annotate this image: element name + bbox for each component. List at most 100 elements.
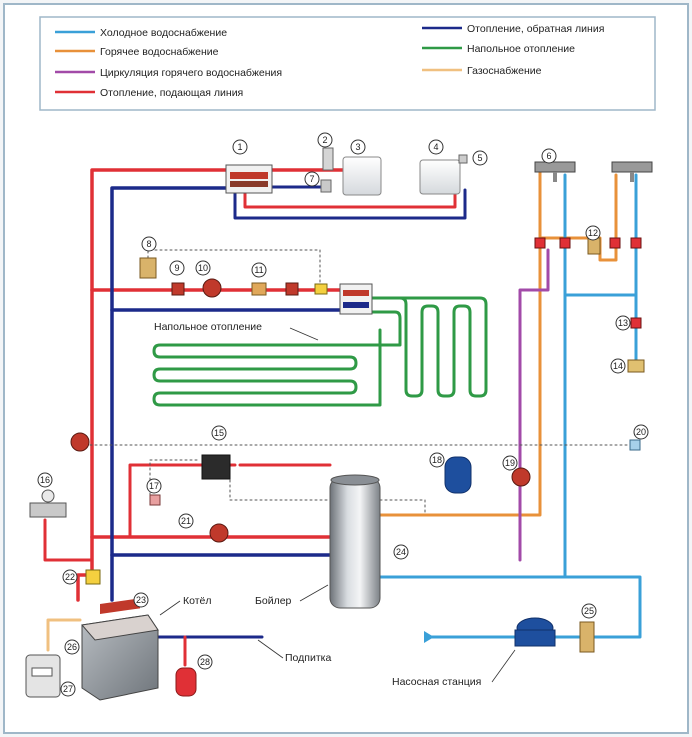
marker-11: 11 xyxy=(251,262,267,278)
svg-text:9: 9 xyxy=(174,263,179,273)
legend-label-gas: Газоснабжение xyxy=(467,65,542,77)
svg-text:4: 4 xyxy=(433,142,438,152)
marker-28: 28 xyxy=(197,654,213,670)
marker-7: 7 xyxy=(304,171,320,187)
valve-13 xyxy=(630,317,642,329)
dashed-control-4 xyxy=(229,469,426,513)
legend-label-hot: Горячее водоснабжение xyxy=(100,46,219,58)
svg-text:20: 20 xyxy=(636,427,646,437)
lockshield-valve-7 xyxy=(320,179,332,193)
faucet-right xyxy=(611,161,653,182)
expansion-tank-28 xyxy=(175,667,197,697)
svg-text:10: 10 xyxy=(198,263,208,273)
mixing-valve-8 xyxy=(139,257,157,279)
svg-text:3: 3 xyxy=(355,142,360,152)
svg-text:14: 14 xyxy=(613,361,623,371)
svg-text:22: 22 xyxy=(65,572,75,582)
hot-water-tank xyxy=(329,474,381,609)
pipe-floor-coil xyxy=(152,310,402,407)
marker-13: 13 xyxy=(615,315,631,331)
marker-10: 10 xyxy=(195,260,211,276)
marker-6: 6 xyxy=(541,148,557,164)
leader-boiler xyxy=(159,600,181,616)
marker-2: 2 xyxy=(317,132,333,148)
air-vent-5 xyxy=(458,154,468,164)
marker-9: 9 xyxy=(169,260,185,276)
controller-15 xyxy=(201,454,231,480)
marker-24: 24 xyxy=(393,544,409,560)
marker-3: 3 xyxy=(350,139,366,155)
marker-14: 14 xyxy=(610,358,626,374)
pump-station xyxy=(514,617,556,647)
label-tank: Бойлер xyxy=(255,595,292,607)
label-pump-station: Насосная станция xyxy=(392,676,481,688)
sensor-20 xyxy=(629,439,641,451)
number-markers: 1 2 3 4 5 6 7 8 9 10 11 12 13 14 15 16 1… xyxy=(37,132,649,697)
legend-label-return: Отопление, обратная линия xyxy=(467,23,604,35)
svg-text:21: 21 xyxy=(181,516,191,526)
marker-1: 1 xyxy=(232,139,248,155)
leader-pump-station xyxy=(491,649,516,683)
svg-text:24: 24 xyxy=(396,547,406,557)
pump-10 xyxy=(202,278,222,298)
radiator-4 xyxy=(419,159,461,195)
valve-hot-2 xyxy=(609,237,621,249)
cold-inlet-arrow xyxy=(424,631,434,643)
gas-meter-27 xyxy=(25,654,61,698)
label-underfloor: Напольное отопление xyxy=(154,321,262,333)
marker-27: 27 xyxy=(60,681,76,697)
marker-26: 26 xyxy=(64,639,80,655)
leader-underfloor xyxy=(289,327,319,341)
hydro-separator-22 xyxy=(85,569,101,585)
svg-text:28: 28 xyxy=(200,657,210,667)
leader-tank xyxy=(299,584,329,602)
valve-cold-1 xyxy=(559,237,571,249)
svg-text:1: 1 xyxy=(237,142,242,152)
marker-21: 21 xyxy=(178,513,194,529)
pipe-gas xyxy=(46,618,82,652)
svg-text:26: 26 xyxy=(67,642,77,652)
svg-text:19: 19 xyxy=(505,458,515,468)
svg-text:18: 18 xyxy=(432,455,442,465)
legend-label-floor: Напольное отопление xyxy=(467,43,575,55)
marker-15: 15 xyxy=(211,425,227,441)
pump-heating xyxy=(70,432,90,452)
legend-label-cold: Холодное водоснабжение xyxy=(100,27,227,39)
check-valve-11 xyxy=(251,282,267,296)
svg-text:25: 25 xyxy=(584,606,594,616)
pump-21 xyxy=(209,523,229,543)
svg-text:2: 2 xyxy=(322,135,327,145)
svg-text:27: 27 xyxy=(63,684,73,694)
faucet-left xyxy=(534,161,576,182)
pipe-return-radiator xyxy=(233,188,467,220)
marker-12: 12 xyxy=(585,225,601,241)
svg-text:8: 8 xyxy=(146,239,151,249)
manifold-floor xyxy=(339,283,373,315)
valve-9 xyxy=(171,282,185,296)
svg-text:17: 17 xyxy=(149,481,159,491)
pipe-circulation xyxy=(518,248,550,562)
svg-text:11: 11 xyxy=(254,265,263,275)
svg-text:23: 23 xyxy=(136,595,146,605)
legend: Холодное водоснабжение Горячее водоснабж… xyxy=(55,23,604,99)
valve-cold-2 xyxy=(630,237,642,249)
marker-22: 22 xyxy=(62,569,78,585)
svg-text:15: 15 xyxy=(214,428,224,438)
label-makeup: Подпитка xyxy=(285,652,331,664)
marker-16: 16 xyxy=(37,472,53,488)
pump-19 xyxy=(511,467,531,487)
pipe-supply-radiator-bottom xyxy=(243,188,457,209)
marker-23: 23 xyxy=(133,592,149,608)
valve-floor xyxy=(285,282,299,296)
pipe-supply-lower-loop xyxy=(128,463,237,539)
marker-8: 8 xyxy=(141,236,157,252)
manifold-radiators xyxy=(225,164,273,194)
leader-makeup xyxy=(257,639,284,659)
filter-14 xyxy=(627,359,645,373)
marker-19: 19 xyxy=(502,455,518,471)
sensor-17 xyxy=(149,494,161,506)
marker-25: 25 xyxy=(581,603,597,619)
marker-17: 17 xyxy=(146,478,162,494)
pipe-return-riser xyxy=(110,186,234,602)
